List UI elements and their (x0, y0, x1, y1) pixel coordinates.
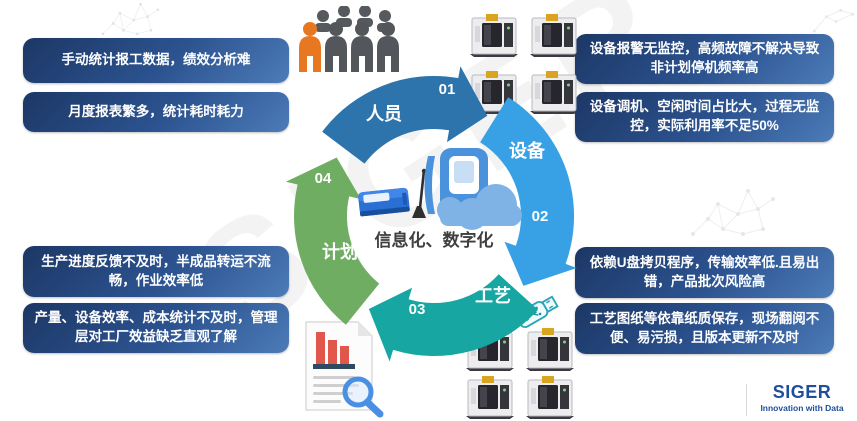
problem-box-personnel-1: 手动统计报工数据，绩效分析难 (23, 38, 289, 83)
cycle-label-personnel: 人员 (366, 104, 402, 124)
cycle-number-04: 04 (315, 170, 332, 187)
workers-crowd-icon (299, 6, 399, 72)
cycle-number-01: 01 (439, 81, 456, 98)
constellation-decoration-icon (691, 189, 775, 236)
problem-box-equipment-2: 设备调机、空闲时间占比大，过程无监控，实际利用率不足50% (575, 92, 834, 142)
problem-box-process-2: 工艺图纸等依靠纸质保存，现场翻阅不便、易污损，且版本更新不及时 (575, 303, 834, 354)
cycle-diagram: 人员 01 设备 02 工艺 03 计划 04 (285, 66, 577, 362)
problem-box-equipment-1: 设备报警无监控，高频故障不解决导致非计划停机频率高 (575, 34, 834, 84)
cycle-arc-03 (368, 274, 538, 362)
problem-box-plan-2: 产量、设备效率、成本统计不及时，管理层对工厂效益缺乏直观了解 (23, 303, 289, 353)
problem-box-plan-1: 生产进度反馈不及时，半成品转运不流畅，作业效率低 (23, 246, 289, 297)
cycle-label-process: 工艺 (475, 285, 511, 306)
cycle-number-02: 02 (532, 208, 549, 225)
problem-box-process-1: 依赖U盘拷贝程序，传输效率低.且易出错，产品批次风险高 (575, 247, 834, 298)
cloud-machine-icon (424, 148, 522, 230)
siger-logo-tagline: Innovation with Data (760, 403, 844, 413)
problem-box-personnel-2: 月度报表繁多，统计耗时耗力 (23, 92, 289, 132)
report-magnifier-icon (305, 321, 384, 418)
cycle-center-label: 信息化、数字化 (375, 230, 494, 250)
cycle-label-equipment: 设备 (509, 140, 546, 161)
cycle-arc-04 (285, 157, 380, 325)
logo-divider (746, 384, 747, 416)
cycle-arc-01 (322, 66, 488, 164)
iot-gateway-icon (358, 168, 427, 218)
siger-logo-text: SIGER (772, 382, 832, 402)
cycle-arc-02 (480, 97, 577, 286)
siger-logo: SIGER Innovation with Data (752, 383, 852, 413)
constellation-decoration-icon (812, 9, 855, 33)
cycle-label-plan: 计划 (322, 241, 358, 262)
cycle-number-03: 03 (409, 301, 426, 318)
constellation-decoration-icon (101, 2, 160, 36)
